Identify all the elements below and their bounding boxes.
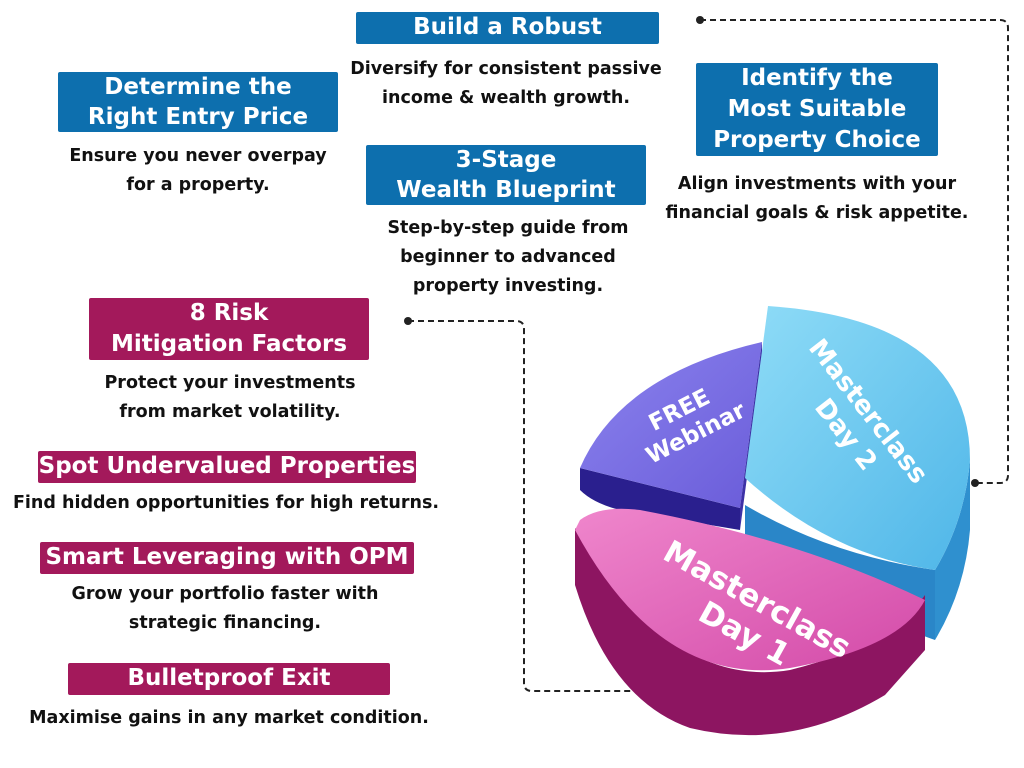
tag-undervalued: Spot Undervalued Properties [38,451,416,483]
connector-middle [408,320,650,692]
desc-risk-factors: Protect your investments from market vol… [104,373,356,422]
desc-undervalued: Find hidden opportunities for high retur… [12,493,440,513]
desc-exit-strategy: Maximise gains in any market condition. [29,708,429,728]
desc-wealth-blueprint: Step-by-step guide from beginner to adva… [387,218,629,296]
desc-leveraging: Grow your portfolio faster with strategi… [71,584,379,633]
pie-slice-day1: Masterclass Day 1 [575,508,925,736]
tag-entry-price: Determine the Right Entry Price [58,72,338,132]
tag-risk-factors: 8 Risk Mitigation Factors [89,298,369,360]
pie-slice-day2: Masterclass Day 2 [745,306,970,640]
connector-dot-right [971,479,979,487]
desc-entry-price: Ensure you never overpay for a property. [69,146,327,195]
connector-top-right [700,19,1009,484]
tag-build-portfolio: Build a Robust Portfolio [356,12,659,71]
tag-wealth-blueprint: 3-Stage Wealth Blueprint [366,145,646,205]
connector-dot-top [696,16,704,24]
connector-dot-left [404,317,412,325]
desc-build-portfolio: Diversify for consistent passive income … [350,59,662,108]
pie-slice-webinar: FREE Webinar [580,342,762,530]
tag-property-choice: Identify the Most Suitable Property Choi… [696,63,938,156]
tag-leveraging: Smart Leveraging with OPM [40,542,414,574]
tag-exit-strategy: Bulletproof Exit Strategy [68,663,390,722]
desc-property-choice: Align investments with your financial go… [665,174,969,223]
